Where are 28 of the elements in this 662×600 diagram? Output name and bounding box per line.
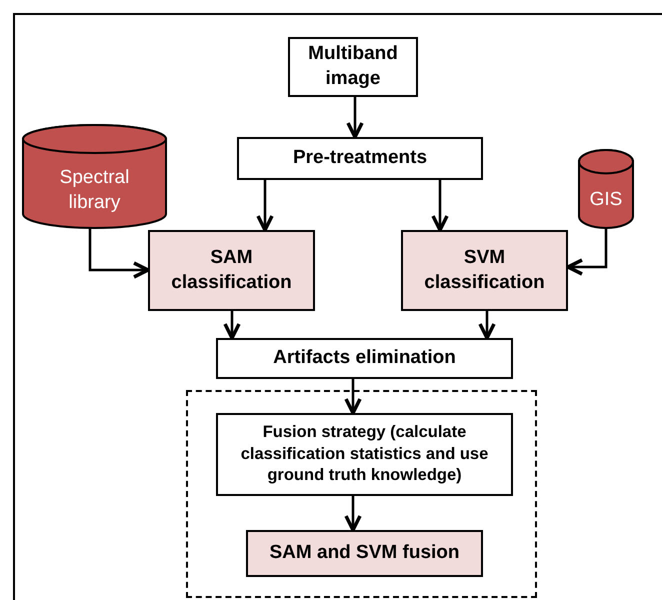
arrow (566, 228, 608, 276)
node-label: SVM classification (423, 246, 546, 294)
arrow (344, 496, 362, 532)
process-box (237, 137, 483, 180)
process-box (401, 230, 568, 311)
arrow (431, 180, 449, 232)
database-cylinder (22, 125, 167, 228)
arrow (478, 311, 496, 340)
node-label: Artifacts elimination (273, 346, 456, 370)
database-cylinder (578, 150, 634, 228)
arrow (344, 379, 362, 415)
node-label: SAM classification (170, 246, 293, 294)
arrow (88, 228, 150, 279)
node-label: Multiband image (307, 42, 399, 91)
process-box (288, 37, 418, 97)
process-box (216, 413, 513, 496)
dashed-group-box (186, 390, 537, 598)
node-label: SAM and SVM fusion (270, 541, 460, 566)
node-label: Spectral library (58, 166, 130, 214)
arrow (223, 311, 241, 340)
arrow (256, 180, 274, 232)
process-box (148, 230, 315, 311)
node-label: Fusion strategy (calculate classification statistics and use ground truth knowledge) (240, 422, 490, 486)
node-label: GIS (590, 188, 622, 212)
arrow (346, 97, 364, 139)
node-label: Pre-treatments (292, 146, 428, 170)
process-box (216, 338, 513, 379)
process-box (246, 530, 483, 577)
